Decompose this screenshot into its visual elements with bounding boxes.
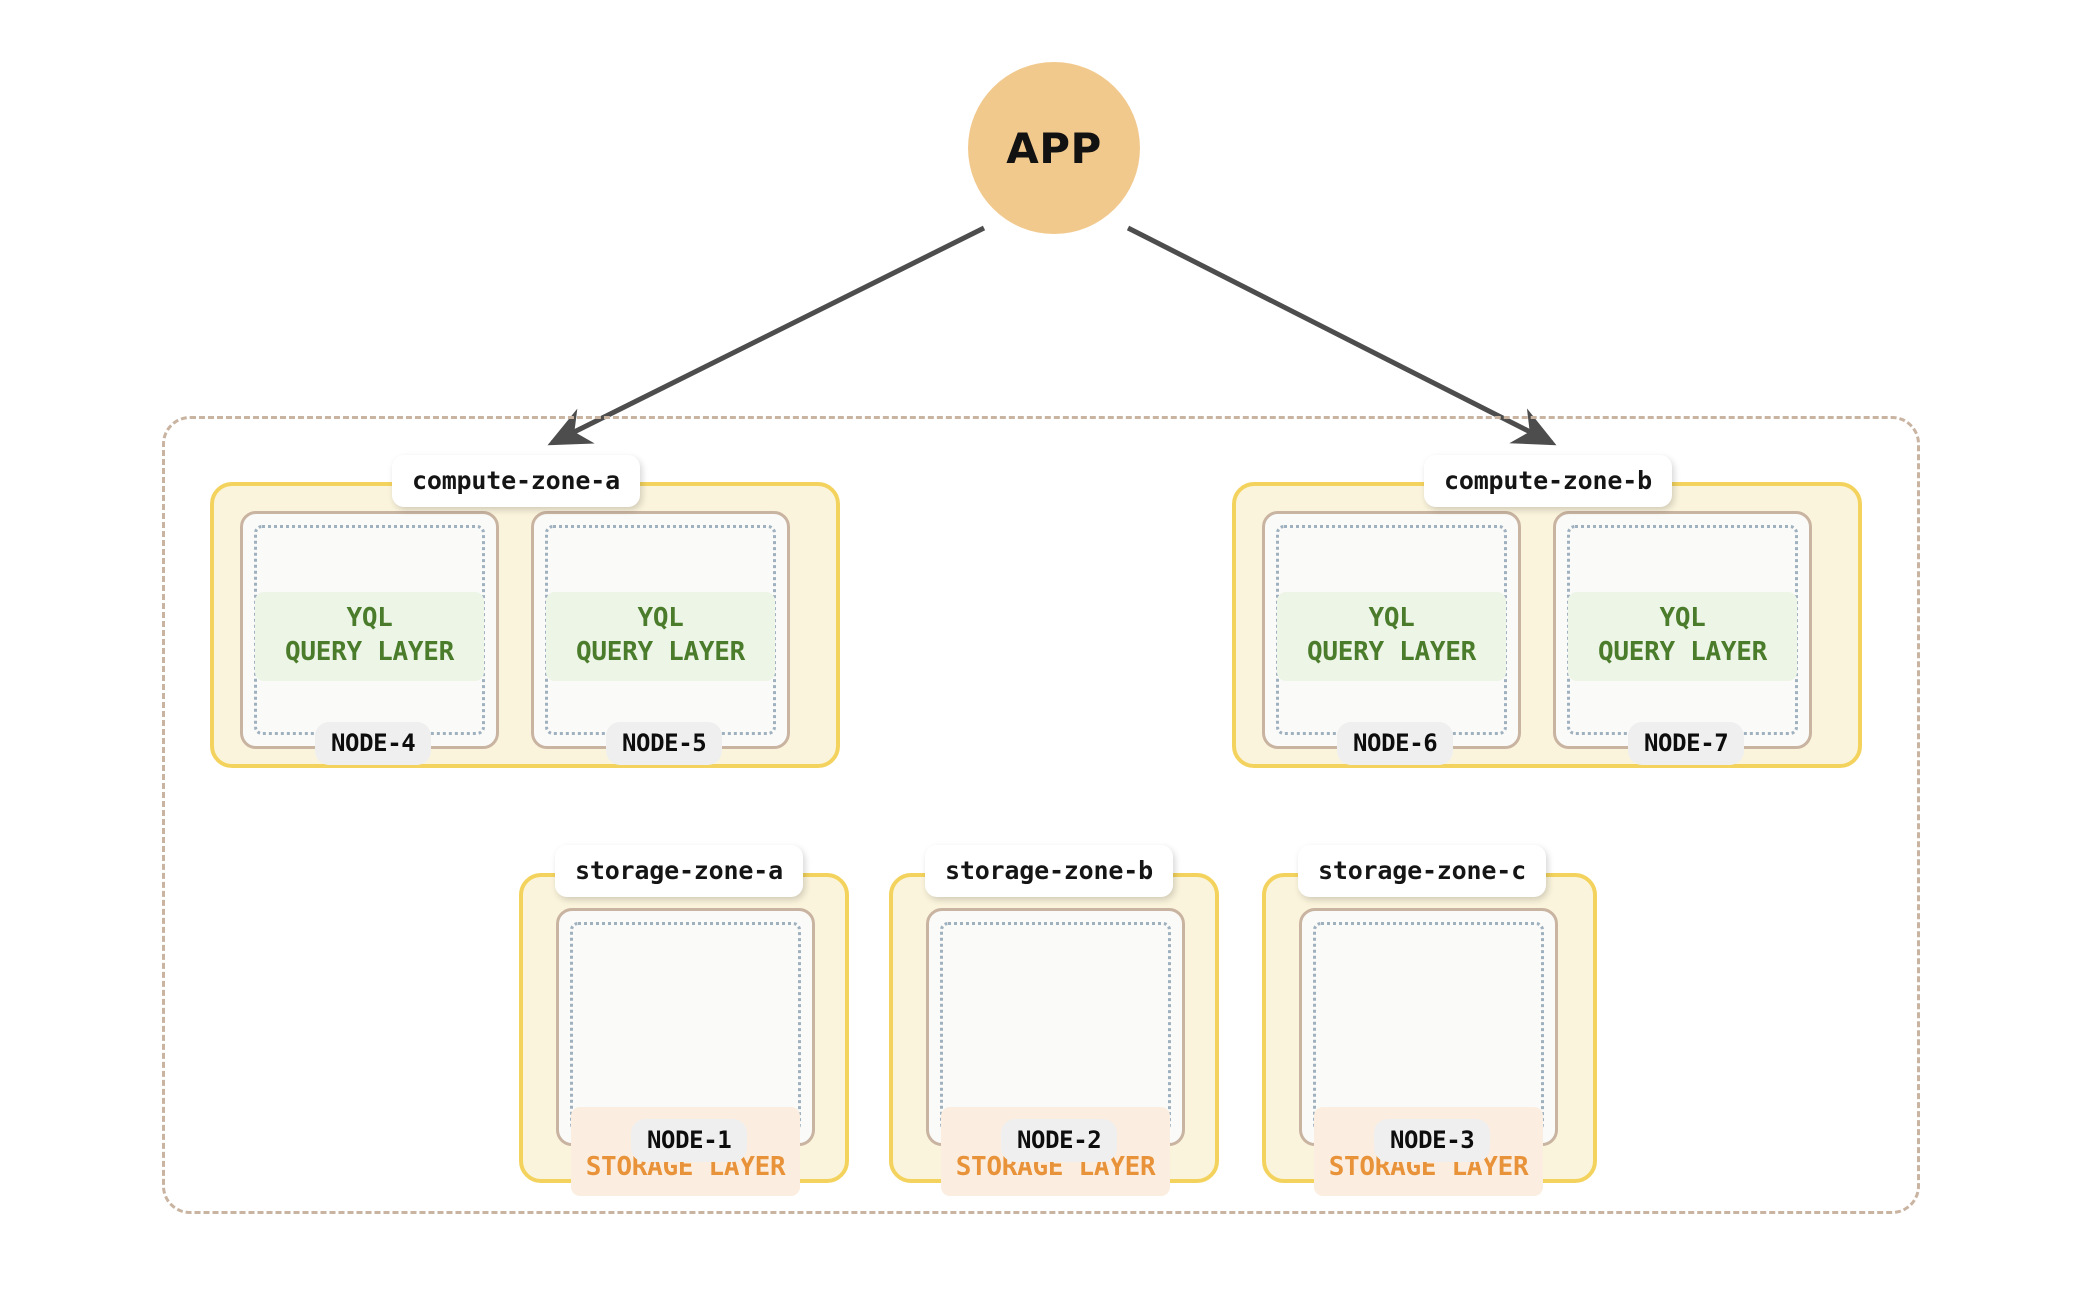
node-pill-label: NODE-6 <box>1337 722 1454 765</box>
zone-storage-zone-c[interactable]: DOCDB STORAGE LAYER NODE-3 <box>1262 873 1597 1196</box>
node-inner-border <box>1313 922 1544 1132</box>
zone-compute-zone-a[interactable]: YQL QUERY LAYER NODE-4 YQL QUERY LAYER N… <box>210 482 840 768</box>
node-inner-border <box>570 922 801 1132</box>
node-box-node-1[interactable]: DOCDB STORAGE LAYER NODE-1 <box>556 908 815 1196</box>
zone-label-storage-zone-c: storage-zone-c <box>1298 845 1546 897</box>
node-box-node-6[interactable]: YQL QUERY LAYER NODE-6 <box>1262 511 1521 765</box>
layer-band-query: YQL QUERY LAYER <box>546 592 775 681</box>
layer-band-query: YQL QUERY LAYER <box>1568 592 1797 681</box>
node-pill-label: NODE-5 <box>606 722 723 765</box>
layer-band-query: YQL QUERY LAYER <box>1277 592 1506 681</box>
zone-label-compute-zone-a: compute-zone-a <box>392 455 640 507</box>
arrow-app-to-compute-zone-a <box>547 225 986 446</box>
layer-title: YQL <box>346 603 393 633</box>
app-node[interactable]: APP <box>968 62 1140 234</box>
layer-title: YQL <box>1659 603 1706 633</box>
node-inner-border <box>940 922 1171 1132</box>
node-pill-label: NODE-1 <box>631 1119 748 1162</box>
node-box-node-2[interactable]: DOCDB STORAGE LAYER NODE-2 <box>926 908 1185 1196</box>
layer-title: YQL <box>1368 603 1415 633</box>
layer-subtitle: QUERY LAYER <box>576 637 745 668</box>
arrow-app-to-compute-zone-b <box>1126 225 1557 446</box>
zone-label-compute-zone-b: compute-zone-b <box>1424 455 1672 507</box>
layer-band-query: YQL QUERY LAYER <box>255 592 484 681</box>
zone-storage-zone-a[interactable]: DOCDB STORAGE LAYER NODE-1 <box>519 873 849 1196</box>
layer-subtitle: QUERY LAYER <box>1598 637 1767 668</box>
node-box-node-3[interactable]: DOCDB STORAGE LAYER NODE-3 <box>1299 908 1558 1196</box>
cluster-boundary <box>162 416 1920 1214</box>
layer-subtitle: QUERY LAYER <box>1307 637 1476 668</box>
node-pill-label: NODE-3 <box>1374 1119 1491 1162</box>
zone-compute-zone-b[interactable]: YQL QUERY LAYER NODE-6 YQL QUERY LAYER N… <box>1232 482 1862 768</box>
node-pill-label: NODE-4 <box>315 722 432 765</box>
zone-label-storage-zone-b: storage-zone-b <box>925 845 1173 897</box>
app-node-label: APP <box>1006 123 1102 173</box>
node-pill-label: NODE-7 <box>1628 722 1745 765</box>
zone-label-storage-zone-a: storage-zone-a <box>555 845 803 897</box>
node-pill-label: NODE-2 <box>1001 1119 1118 1162</box>
layer-subtitle: QUERY LAYER <box>285 637 454 668</box>
node-box-node-4[interactable]: YQL QUERY LAYER NODE-4 <box>240 511 499 765</box>
layer-title: YQL <box>637 603 684 633</box>
node-box-node-5[interactable]: YQL QUERY LAYER NODE-5 <box>531 511 790 765</box>
zone-storage-zone-b[interactable]: DOCDB STORAGE LAYER NODE-2 <box>889 873 1219 1196</box>
node-box-node-7[interactable]: YQL QUERY LAYER NODE-7 <box>1553 511 1812 765</box>
